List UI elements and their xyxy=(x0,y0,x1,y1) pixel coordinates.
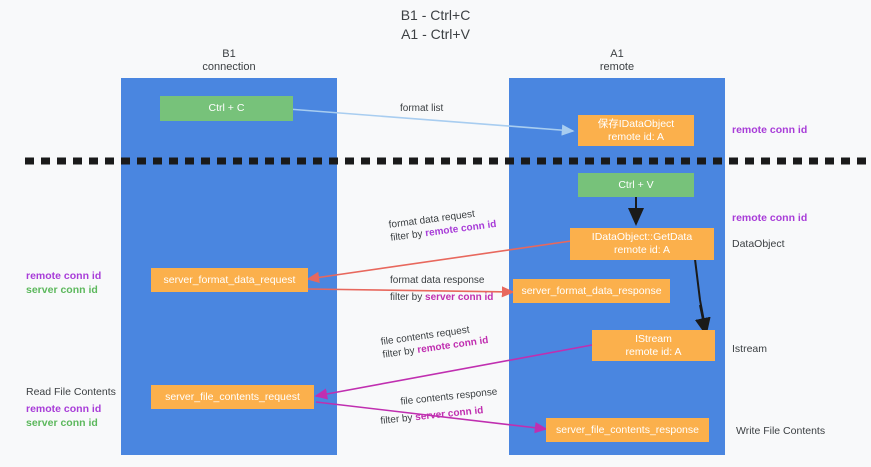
annotation-left-mid-server: server conn id xyxy=(26,284,98,296)
title-line-2: A1 - Ctrl+V xyxy=(401,26,470,42)
node-server-file-contents-response-label: server_file_contents_response xyxy=(555,423,699,436)
annotation-right-dataobject-text: DataObject xyxy=(732,238,785,250)
edge-label-file-contents-request: file contents request filter by remote c… xyxy=(380,321,489,362)
annotation-right-write-file-contents: Write File Contents xyxy=(736,424,825,438)
annotation-left-bottom: Read File Contents remote conn id server… xyxy=(26,385,116,430)
annotation-right-getdata: remote conn id xyxy=(732,211,807,225)
edge-label-format-data-response: format data response filter by server co… xyxy=(390,274,493,304)
node-idataobject-getdata-sub: remote id: A xyxy=(613,244,671,256)
annotation-right-write-text: Write File Contents xyxy=(736,425,826,437)
lane-b1-name: B1 xyxy=(222,48,236,60)
annotation-right-dataobject: DataObject xyxy=(732,237,785,251)
lane-header-b1: B1 connection xyxy=(121,48,337,74)
node-istream-label: IStream xyxy=(635,332,672,345)
node-idataobject-getdata[interactable]: IDataObject::GetData remote id: A xyxy=(570,228,714,260)
annotation-right-top: remote conn id xyxy=(732,123,807,137)
node-server-format-data-response-label: server_format_data_response xyxy=(521,284,662,297)
annotation-left-bottom-server: server conn id xyxy=(26,417,98,429)
node-save-idataobject-label: 保存IDataObject xyxy=(597,117,675,130)
annotation-right-istream: Istream xyxy=(732,342,767,356)
edge-label-format-data-request: format data request filter by remote con… xyxy=(388,205,497,245)
lane-a1-name: A1 xyxy=(610,48,624,60)
annotation-right-top-text: remote conn id xyxy=(732,124,808,136)
node-idataobject-getdata-label: IDataObject::GetData xyxy=(591,231,693,243)
edge-label-file-contents-response: file contents response filter by server … xyxy=(378,386,500,428)
node-istream-sub: remote id: A xyxy=(625,345,682,358)
edge-label-format-list-line1: format list xyxy=(400,103,444,114)
filter-key-server-conn-id-2: server conn id xyxy=(414,405,484,424)
node-server-format-data-request-label: server_format_data_request xyxy=(163,273,296,286)
annotation-left-mid: remote conn id server conn id xyxy=(26,269,101,297)
node-ctrl-v[interactable]: Ctrl + V xyxy=(578,173,694,197)
lane-b1-role: connection xyxy=(202,61,256,73)
edge-label-format-data-response-line2: filter by server conn id xyxy=(390,291,493,304)
annotation-right-istream-text: Istream xyxy=(732,343,768,355)
title-line-1: B1 - Ctrl+C xyxy=(400,7,471,23)
node-istream[interactable]: IStream remote id: A xyxy=(592,330,715,361)
node-ctrl-c[interactable]: Ctrl + C xyxy=(160,96,293,121)
annotation-right-getdata-text: remote conn id xyxy=(732,212,808,224)
edge-label-file-contents-response-line2: filter by server conn id xyxy=(380,402,500,427)
node-save-idataobject[interactable]: 保存IDataObject remote id: A xyxy=(578,115,694,146)
node-server-format-data-response[interactable]: server_format_data_response xyxy=(513,279,670,303)
annotation-left-bottom-remote: remote conn id xyxy=(26,403,102,415)
filter-key-server-conn-id-1: server conn id xyxy=(425,292,494,303)
edge-label-format-list: format list xyxy=(400,102,443,115)
annotation-read-file-contents: Read File Contents xyxy=(26,386,116,398)
node-server-format-data-request[interactable]: server_format_data_request xyxy=(151,268,308,292)
filter-by-prefix-2: filter by xyxy=(390,292,426,303)
filter-by-prefix-4: filter by xyxy=(379,412,416,427)
page-title: B1 - Ctrl+C A1 - Ctrl+V xyxy=(0,6,871,44)
lane-a1-role: remote xyxy=(599,61,635,73)
node-save-idataobject-sub: remote id: A xyxy=(607,130,665,143)
node-ctrl-c-label: Ctrl + C xyxy=(208,102,245,114)
annotation-left-mid-remote: remote conn id xyxy=(26,270,102,282)
filter-by-prefix-3: filter by xyxy=(381,344,419,361)
edge-label-format-data-response-line1: format data response xyxy=(390,275,485,286)
lane-header-a1: A1 remote xyxy=(509,48,725,74)
node-ctrl-v-label: Ctrl + V xyxy=(618,178,654,191)
node-server-file-contents-request[interactable]: server_file_contents_request xyxy=(151,385,314,409)
node-server-file-contents-response[interactable]: server_file_contents_response xyxy=(546,418,709,442)
node-server-file-contents-request-label: server_file_contents_request xyxy=(165,390,300,403)
filter-by-prefix-1: filter by xyxy=(389,228,426,244)
